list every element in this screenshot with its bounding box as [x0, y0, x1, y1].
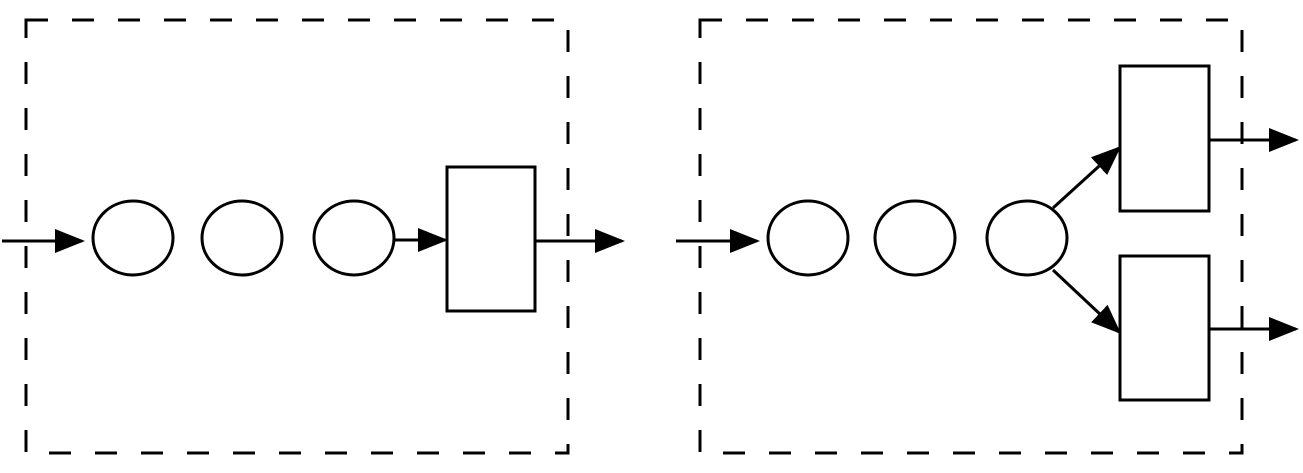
queue-slot-circle	[766, 199, 850, 277]
queue-slot-circle	[985, 199, 1069, 277]
queue-slot-circle	[91, 199, 175, 277]
server-box-upper	[1118, 64, 1211, 213]
panel-single-output	[2, 18, 625, 455]
panel-dual-output	[676, 18, 1299, 455]
queue-slot-circle	[312, 199, 396, 277]
branch-arrow-upper	[1051, 145, 1122, 210]
dashed-frame-left	[24, 18, 570, 455]
queue-slot-circle	[200, 199, 284, 277]
server-box	[445, 165, 537, 313]
branch-arrow-lower	[1051, 268, 1122, 335]
queue-slot-circle	[873, 199, 957, 277]
dashed-frame-right	[698, 18, 1244, 455]
server-box-lower	[1118, 254, 1211, 402]
